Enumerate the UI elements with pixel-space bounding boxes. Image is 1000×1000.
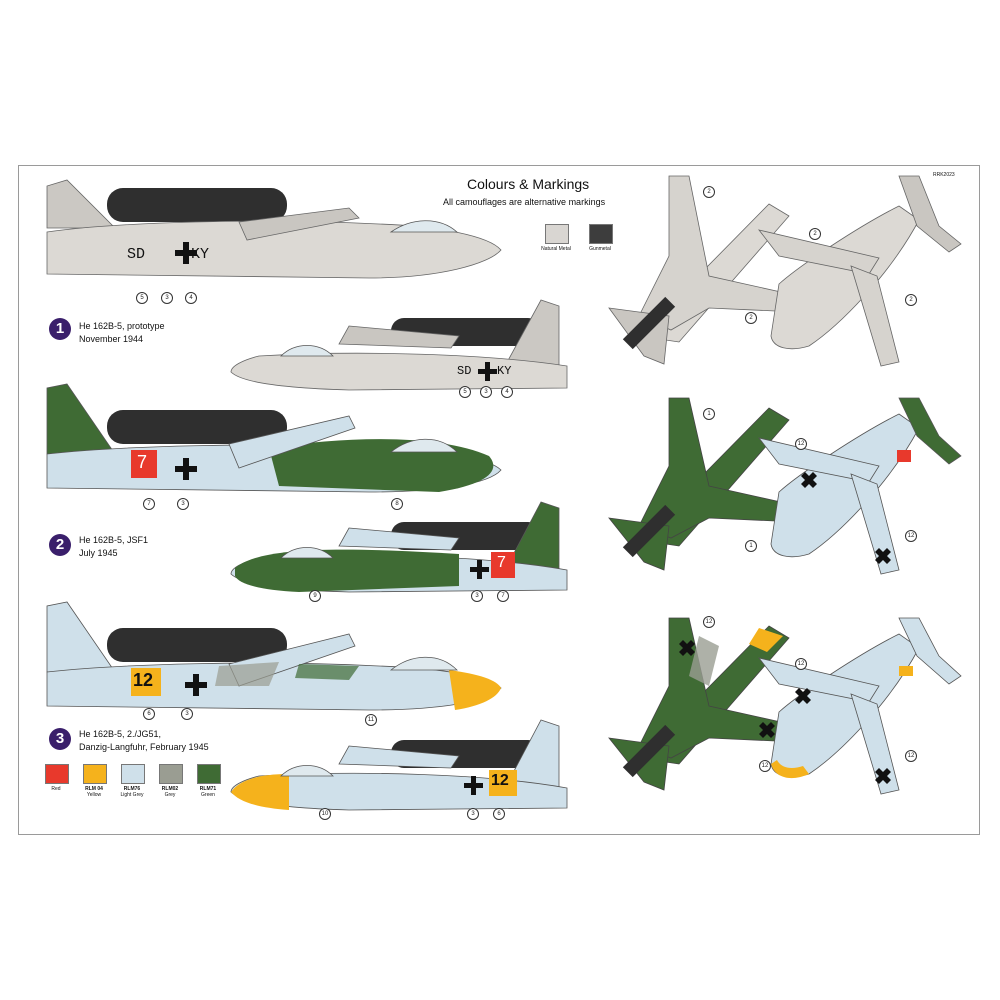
sheet-title: Colours & Markings (467, 176, 590, 192)
scheme2-line2: July 1945 (79, 548, 118, 558)
scheme3-line2: Danzig-Langfuhr, February 1945 (79, 742, 209, 752)
callout-s2-top-3: 12 (795, 438, 807, 450)
balkenkreuz-markings (175, 242, 891, 795)
color-swatch-name: Light Grey (120, 792, 144, 798)
scheme3-line1: He 162B-5, 2./JG51, (79, 729, 162, 739)
callout-s1-top-4: 2 (905, 294, 917, 306)
sheet-code: RRK2023 (933, 172, 955, 178)
callout-s3-left-3: 11 (365, 714, 377, 726)
scheme1-side-profile-small (230, 299, 568, 391)
scheme1-top-view-lower (757, 175, 962, 367)
callout-s3-right-2: 3 (467, 808, 479, 820)
callout-s2-right-3: 7 (497, 590, 509, 602)
callout-s3-right-1: 10 (319, 808, 331, 820)
scheme2-number-badge: 2 (49, 534, 71, 556)
callout-s3-top-1: 12 (703, 616, 715, 628)
scheme3-top-view-upper (608, 617, 800, 791)
scheme1-code-left: SD (127, 246, 146, 263)
scheme2-code-small: 7 (497, 554, 506, 571)
scheme3-code: 12 (133, 670, 154, 690)
scheme1-code-small-right: KY (497, 364, 512, 378)
scheme1-code-small-left: SD (457, 364, 472, 378)
scheme3-code-small: 12 (491, 772, 509, 789)
callout-s2-left-2: 3 (177, 498, 189, 510)
color-swatch-name: Grey (164, 792, 176, 798)
scheme3-top-view-lower (757, 617, 962, 795)
color-swatch-code: RLM76 (123, 786, 141, 792)
callout-s1-left-3: 4 (185, 292, 197, 304)
color-swatch-green (197, 764, 221, 784)
scheme3-side-profile-small (230, 719, 568, 811)
scheme3-side-profile-large (46, 601, 502, 711)
sheet-subtitle: All camouflages are alternative markings (443, 197, 606, 207)
scheme2-side-profile-small (230, 501, 568, 593)
aircraft-artwork (46, 175, 962, 811)
color-swatch-name: Red (51, 786, 61, 792)
color-swatch-grey (159, 764, 183, 784)
callout-s3-top-2: 12 (759, 760, 771, 772)
color-swatch-yellow (83, 764, 107, 784)
scheme1-number-badge: 1 (49, 318, 71, 340)
scheme1-code-right: KY (191, 246, 210, 263)
callout-s2-right-2: 3 (471, 590, 483, 602)
color-swatch-name: Yellow (86, 792, 102, 798)
callout-s1-left-1: 5 (136, 292, 148, 304)
color-swatch-red (45, 764, 69, 784)
callout-s3-left-2: 3 (181, 708, 193, 720)
callout-s1-left-2: 3 (161, 292, 173, 304)
color-swatch-code: RLM 04 (85, 786, 103, 792)
scheme3-number-badge: 3 (49, 728, 71, 750)
color-swatch-label: Red (39, 786, 73, 792)
swatch-gunmetal-label: Gunmetal (589, 246, 611, 252)
scheme1-top-view-upper (608, 175, 800, 365)
scheme2-top-view-lower (757, 397, 962, 575)
callout-s3-right-3: 6 (493, 808, 505, 820)
callout-s2-right-1: 9 (309, 590, 321, 602)
color-swatch-code: RLM71 (199, 786, 217, 792)
callout-s2-left-1: 7 (143, 498, 155, 510)
scheme1-line1: He 162B-5, prototype (79, 321, 165, 331)
scheme2-code: 7 (137, 452, 148, 472)
callout-s2-top-2: 1 (745, 540, 757, 552)
color-swatch-code: RLM02 (161, 786, 179, 792)
swatch-gunmetal (589, 224, 613, 244)
callout-s1-right-1: 5 (459, 386, 471, 398)
scheme2-line1: He 162B-5, JSF1 (79, 535, 149, 545)
scheme1-side-profile-large (46, 179, 502, 279)
callout-s2-left-3: 8 (391, 498, 403, 510)
callout-s1-right-3: 4 (501, 386, 513, 398)
callout-s3-top-4: 12 (905, 750, 917, 762)
color-swatch-light-grey (121, 764, 145, 784)
callout-s1-top-3: 2 (745, 312, 757, 324)
callout-s1-top-2: 2 (809, 228, 821, 240)
callout-s1-right-2: 3 (480, 386, 492, 398)
scheme1-line2: November 1944 (79, 334, 144, 344)
callout-s2-top-4: 12 (905, 530, 917, 542)
callout-s3-left-1: 6 (143, 708, 155, 720)
callout-s1-top-1: 2 (703, 186, 715, 198)
swatch-natural-metal-label: Natural Metal (541, 246, 571, 252)
callout-s3-top-3: 12 (795, 658, 807, 670)
callout-s2-top-1: 1 (703, 408, 715, 420)
color-swatch-name: Green (201, 792, 215, 798)
scheme2-top-view-upper (608, 397, 800, 571)
scheme2-side-profile-large (46, 383, 502, 493)
swatch-natural-metal (545, 224, 569, 244)
markings-sheet: Colours & Markings All camouflages are a… (18, 165, 980, 835)
